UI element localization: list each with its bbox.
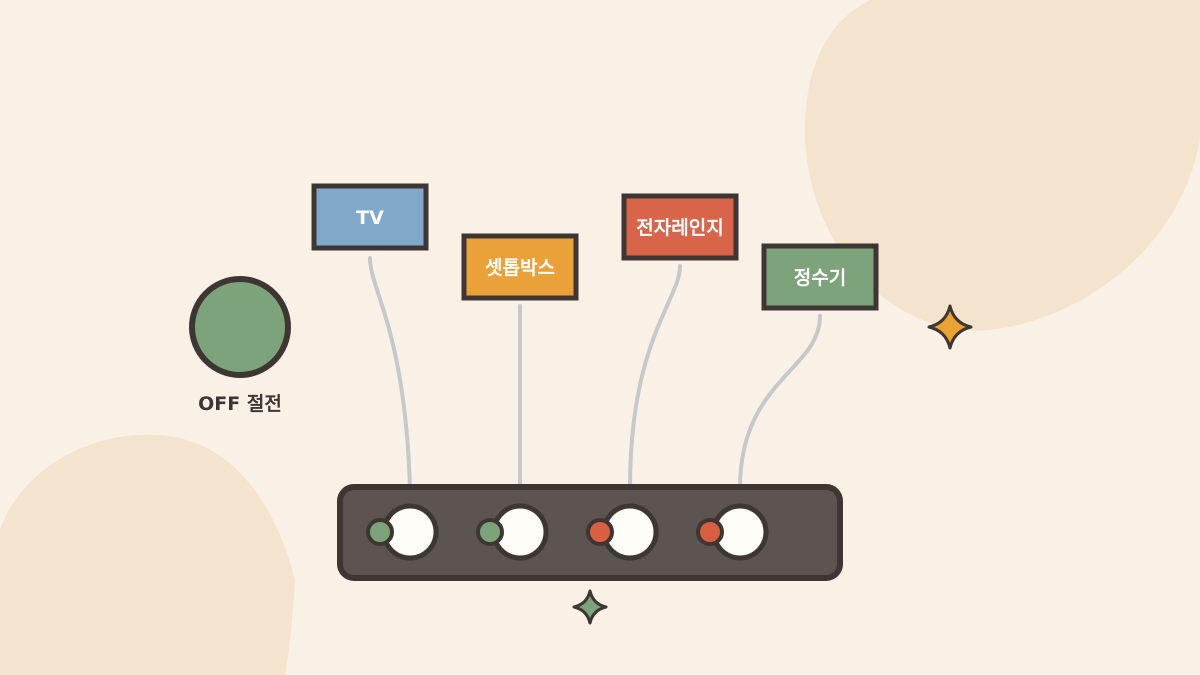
- outlet-3: [586, 503, 659, 561]
- outlet-1: [366, 503, 439, 561]
- cable-microwave: [628, 264, 682, 490]
- outlet-led: [586, 518, 614, 546]
- outlet-led: [366, 518, 394, 546]
- cable-tv: [368, 256, 412, 490]
- device-label-box: [311, 183, 429, 251]
- background-blob: [804, 0, 1200, 331]
- cable-group: [368, 256, 822, 490]
- outlet-4: [696, 503, 769, 561]
- cable-water-purifier: [738, 314, 822, 490]
- device-label-text: TV: [356, 207, 384, 229]
- device-label-4: 정수기: [761, 243, 879, 311]
- device-label-box: [621, 193, 739, 261]
- power-status-circle: [189, 276, 291, 378]
- sparkle-icon: [927, 304, 973, 350]
- device-label-box: [761, 243, 879, 311]
- outlet-led: [476, 518, 504, 546]
- device-label-box: [461, 233, 579, 301]
- device-label-text: 정수기: [794, 267, 846, 289]
- device-label-1: TV: [311, 183, 429, 251]
- device-label-text: 셋톱박스: [485, 257, 555, 279]
- outlet-led: [696, 518, 724, 546]
- device-label-text: 전자레인지: [636, 217, 723, 239]
- background-blob: [0, 434, 295, 675]
- device-label-3: 전자레인지: [621, 193, 739, 261]
- outlet-2: [476, 503, 549, 561]
- sparkle-icon: [572, 589, 608, 625]
- status-text: OFF 절전: [198, 393, 282, 415]
- device-label-2: 셋톱박스: [461, 233, 579, 301]
- socket-group: [366, 503, 769, 561]
- status-indicator: OFF 절전: [189, 276, 291, 415]
